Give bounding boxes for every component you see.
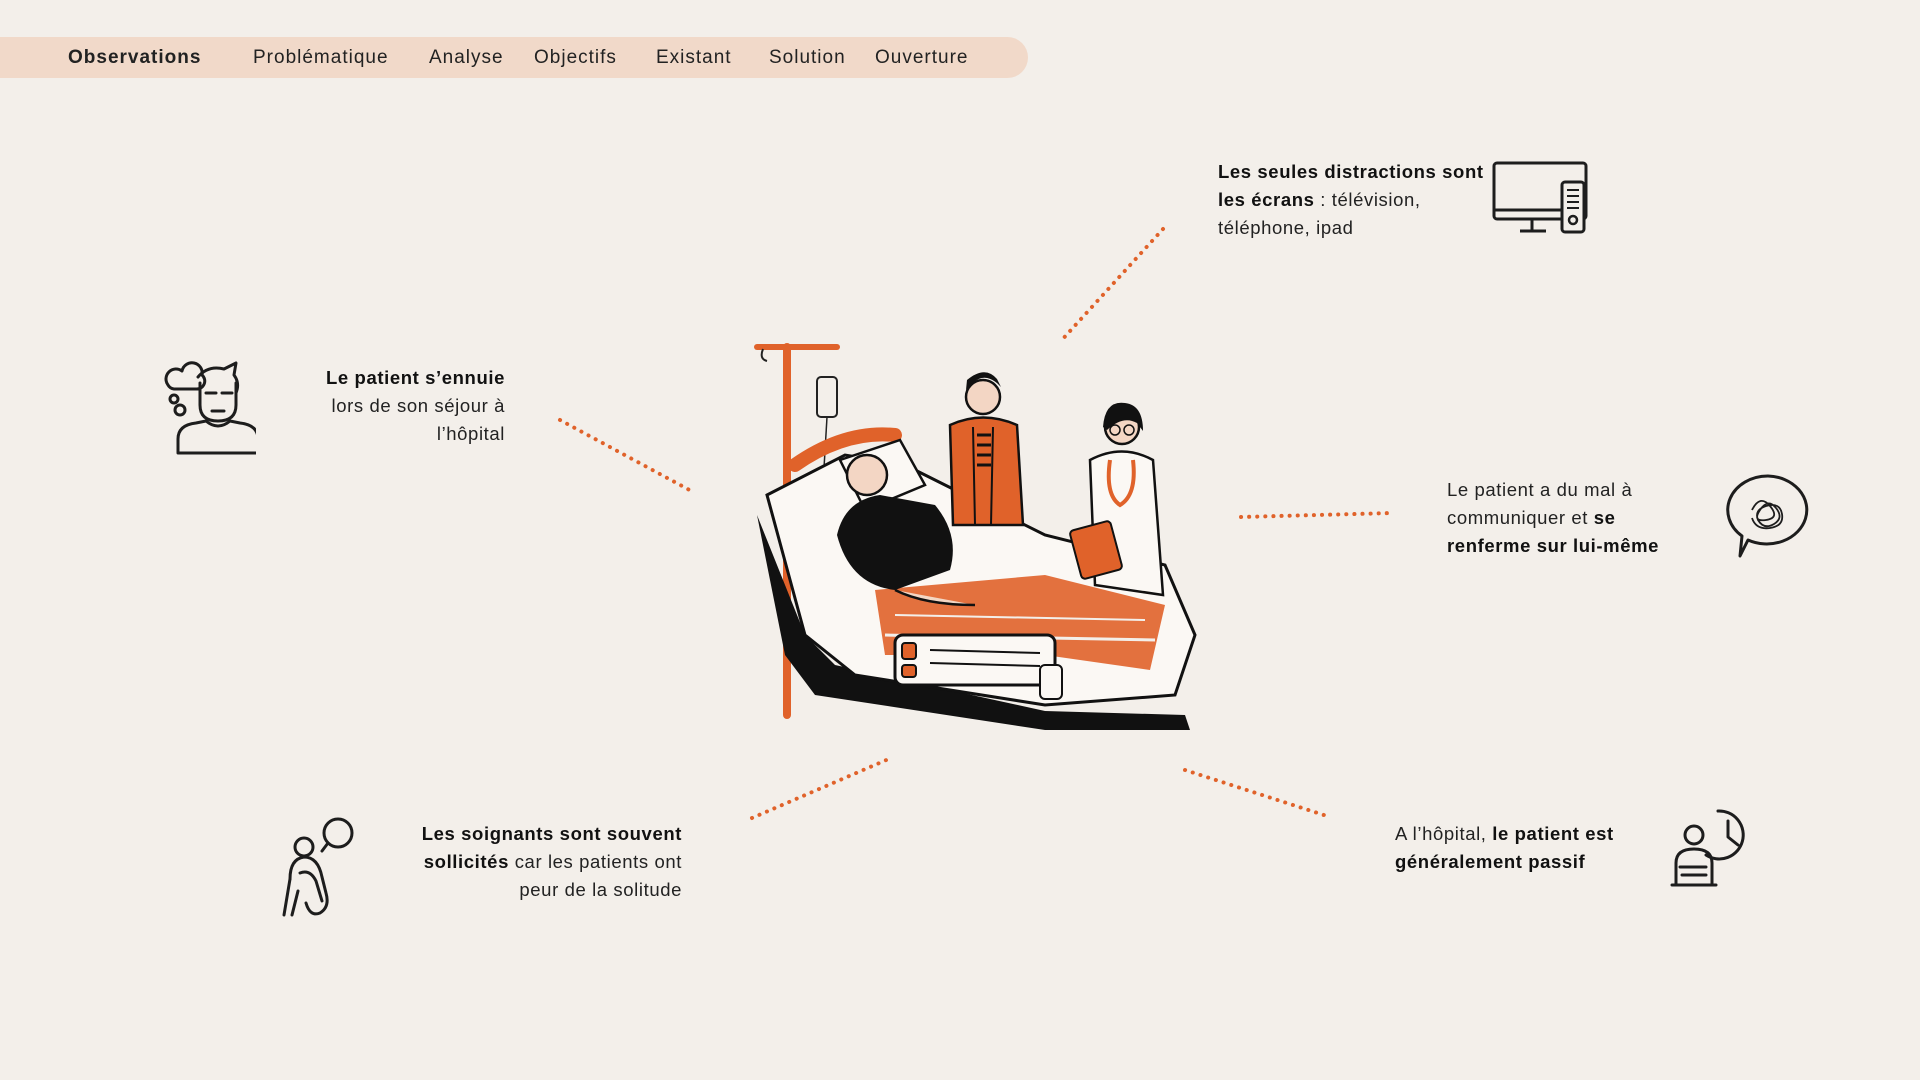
observation-passive: A l’hôpital, le patient est généralement… (1395, 820, 1665, 876)
nav-item-solution[interactable]: Solution (769, 47, 846, 68)
lonely-person-icon (282, 817, 354, 917)
nav-item-existant[interactable]: Existant (656, 47, 732, 68)
connector-line-communicate (1239, 511, 1395, 519)
hospital-bed-illustration (754, 343, 1197, 730)
connector-line-bored (558, 418, 697, 495)
observation-bored-bold: Le patient s’ennuie (326, 367, 505, 388)
observation-screens-rest: : télévision, téléphone, ipad (1218, 189, 1421, 238)
observation-communicate-pre: Le patient a du mal à communiquer et (1447, 479, 1633, 528)
nav-item-analyse[interactable]: Analyse (429, 47, 504, 68)
nav-item-ouverture[interactable]: Ouverture (875, 47, 969, 68)
nav-item-observations[interactable]: Observations (68, 47, 202, 68)
observation-caregivers: Les soignants sont souvent sollicités ca… (380, 820, 682, 904)
tangled-speech-bubble-icon (1726, 474, 1809, 558)
observation-communicate: Le patient a du mal à communiquer et se … (1447, 476, 1697, 560)
bored-person-icon (164, 361, 256, 455)
observation-passive-pre: A l’hôpital, (1395, 823, 1493, 844)
nav-item-objectifs[interactable]: Objectifs (534, 47, 617, 68)
observation-communicate-bold: se renferme sur lui-même (1447, 507, 1660, 556)
nav-item-problematique[interactable]: Problématique (253, 47, 389, 68)
tv-icon (1492, 161, 1588, 234)
section-nav-bar: Observations Problématique Analyse Objec… (0, 37, 1028, 78)
observation-caregivers-rest: car les patients ont peur de la solitude (508, 851, 682, 900)
connector-line-passive (1183, 768, 1332, 819)
connector-line-screens (1058, 227, 1165, 344)
observation-bored: Le patient s’ennuie lors de son séjour à… (290, 364, 505, 448)
observation-screens-bold: Les seules distractions sont les écrans (1218, 161, 1484, 210)
observation-caregivers-bold: Les soignants sont souvent sollicités (421, 823, 682, 872)
observation-passive-bold: le patient est généralement passif (1395, 823, 1614, 872)
waiting-person-clock-icon (1670, 809, 1745, 887)
observation-bored-rest: lors de son séjour à l’hôpital (331, 395, 505, 444)
observation-screens: Les seules distractions sont les écrans … (1218, 158, 1488, 242)
connector-line-caregivers (750, 756, 893, 820)
